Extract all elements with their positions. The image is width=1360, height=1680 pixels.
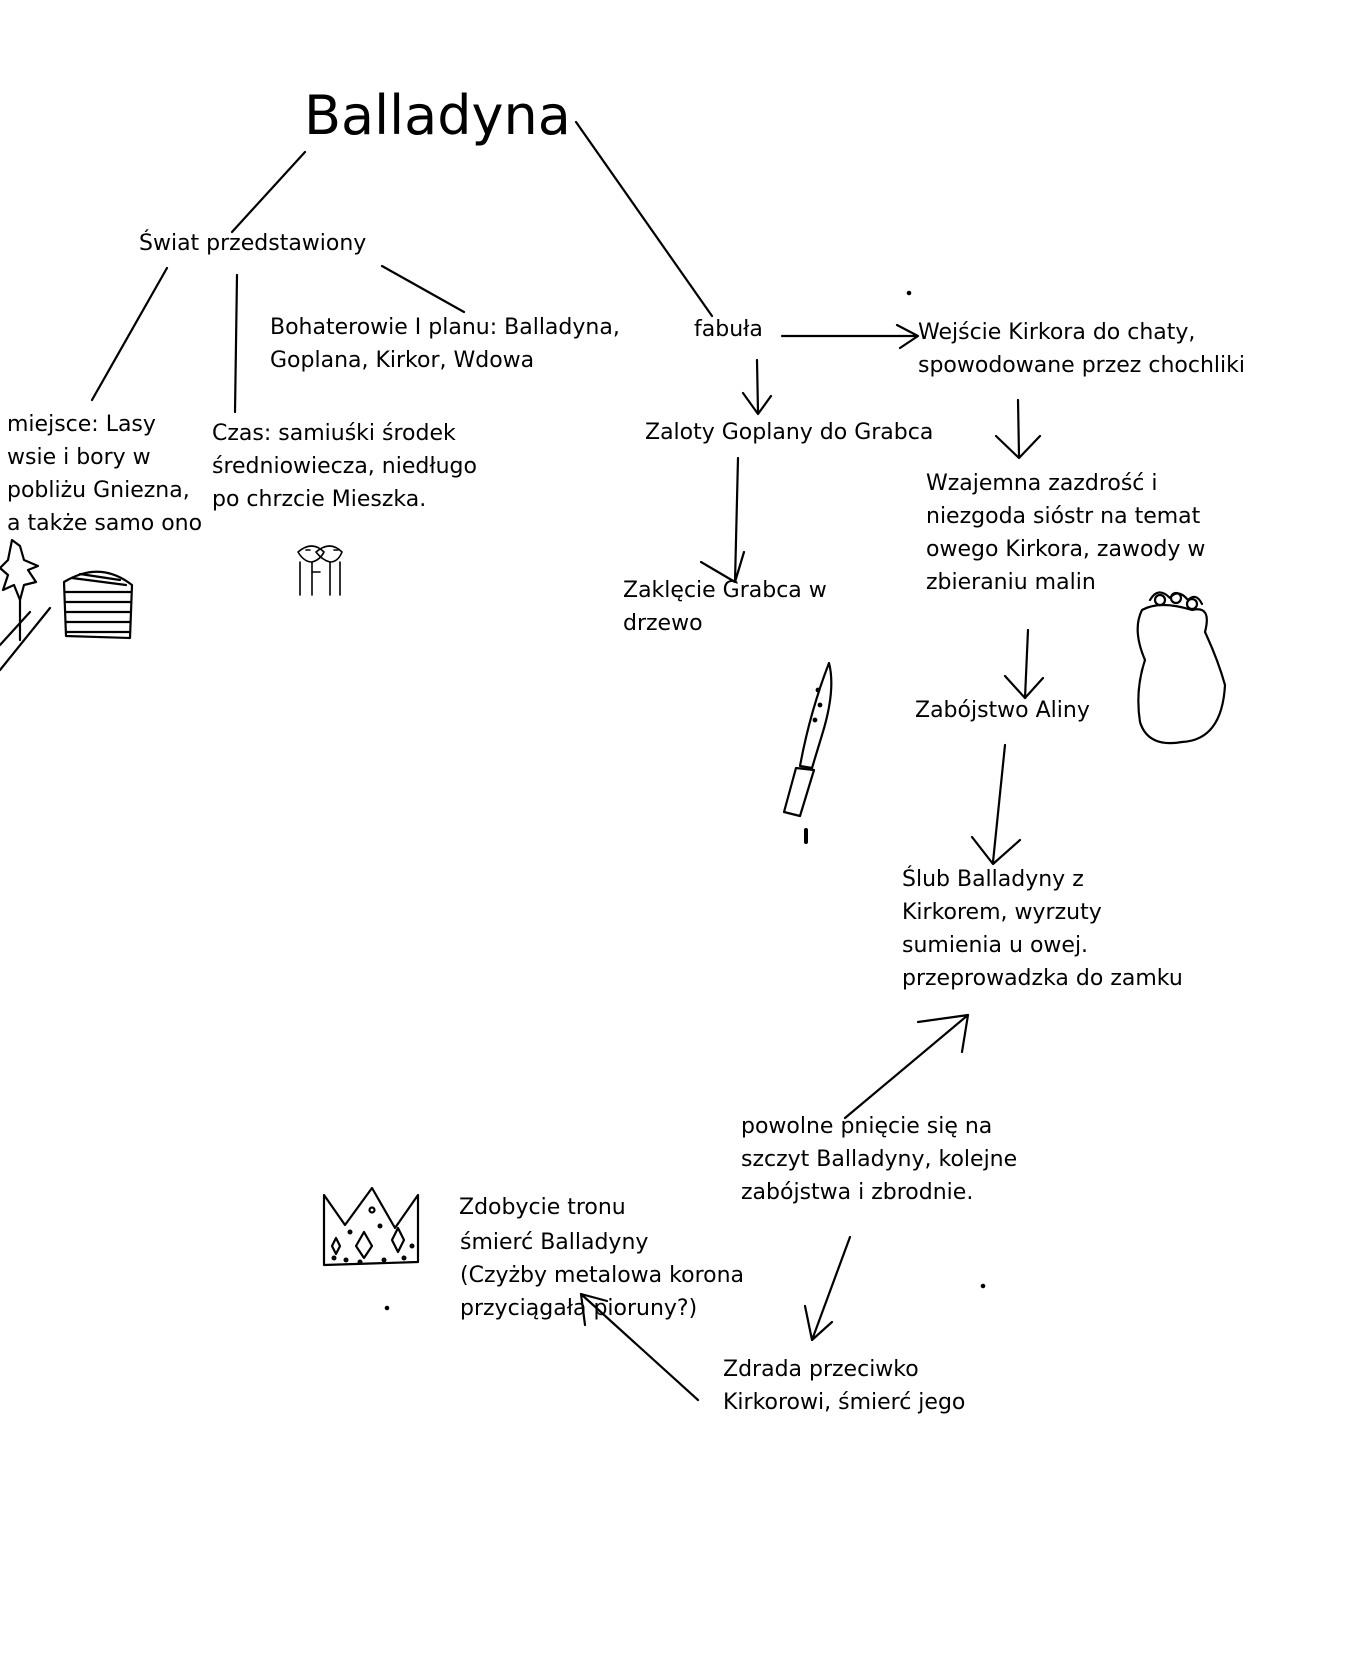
- arrow-zazdrosc-zabojstwo: [1003, 628, 1045, 700]
- faces-icon: [297, 545, 343, 596]
- crown-icon: [322, 1186, 420, 1267]
- node-swiat: Świat przedstawiony: [139, 231, 367, 256]
- arrow-zaloty-zaklecie: [699, 456, 746, 584]
- arrow-piecie-zdrada: [803, 1235, 852, 1342]
- node-piecie: powolne pnięcie się na szczyt Balladyny,…: [741, 1114, 1018, 1205]
- arrow-zabojstwo-slub: [970, 743, 1022, 866]
- node-zaklecie: Zaklęcie Grabca w drzewo: [623, 578, 827, 636]
- connector-title-fabula: [574, 120, 714, 318]
- connector-swiat-miejsce: [90, 266, 169, 402]
- node-wejscie: Wejście Kirkora do chaty, spowodowane pr…: [918, 320, 1245, 378]
- arrow-fabula-zaloty: [741, 358, 773, 416]
- arrow-wejscie-zazdrosc: [994, 398, 1042, 460]
- node-slub: Ślub Balladyny z Kirkorem, wyrzuty sumie…: [902, 867, 1183, 991]
- basket-icon: [1136, 591, 1227, 745]
- node-tron: Zdobycie tronu: [459, 1195, 626, 1220]
- node-zaloty: Zaloty Goplany do Grabca: [645, 420, 934, 445]
- node-smierc: śmierć Balladyny (Czyżby metalowa korona…: [460, 1230, 745, 1321]
- node-bohaterowie: Bohaterowie I planu: Balladyna, Goplana,…: [270, 315, 620, 373]
- connector-swiat-czas: [233, 273, 239, 414]
- node-zazdrosc: Wzajemna zazdrość i niezgoda sióstr na t…: [926, 471, 1206, 595]
- node-miejsce: miejsce: Lasy wsie i bory w pobliżu Gnie…: [7, 412, 203, 536]
- arrow-fabula-wejscie: [780, 323, 920, 350]
- map-title: Balladyna: [304, 84, 571, 147]
- connector-title-swiat: [230, 150, 307, 234]
- arrow-zdrada-tron: [579, 1292, 700, 1402]
- node-fabula: fabuła: [694, 317, 763, 342]
- node-zdrada: Zdrada przeciwko Kirkorowi, śmierć jego: [723, 1357, 966, 1415]
- knife-icon: [782, 661, 833, 844]
- node-zabojstwo: Zabójstwo Aliny: [915, 698, 1090, 723]
- chest-icon: [62, 570, 134, 640]
- connector-swiat-bohaterowie: [380, 264, 466, 314]
- node-czas: Czas: samiuśki środek średniowiecza, nie…: [212, 421, 477, 512]
- arrow-piecie-slub: [843, 1013, 970, 1120]
- tree-icon: [0, 538, 52, 672]
